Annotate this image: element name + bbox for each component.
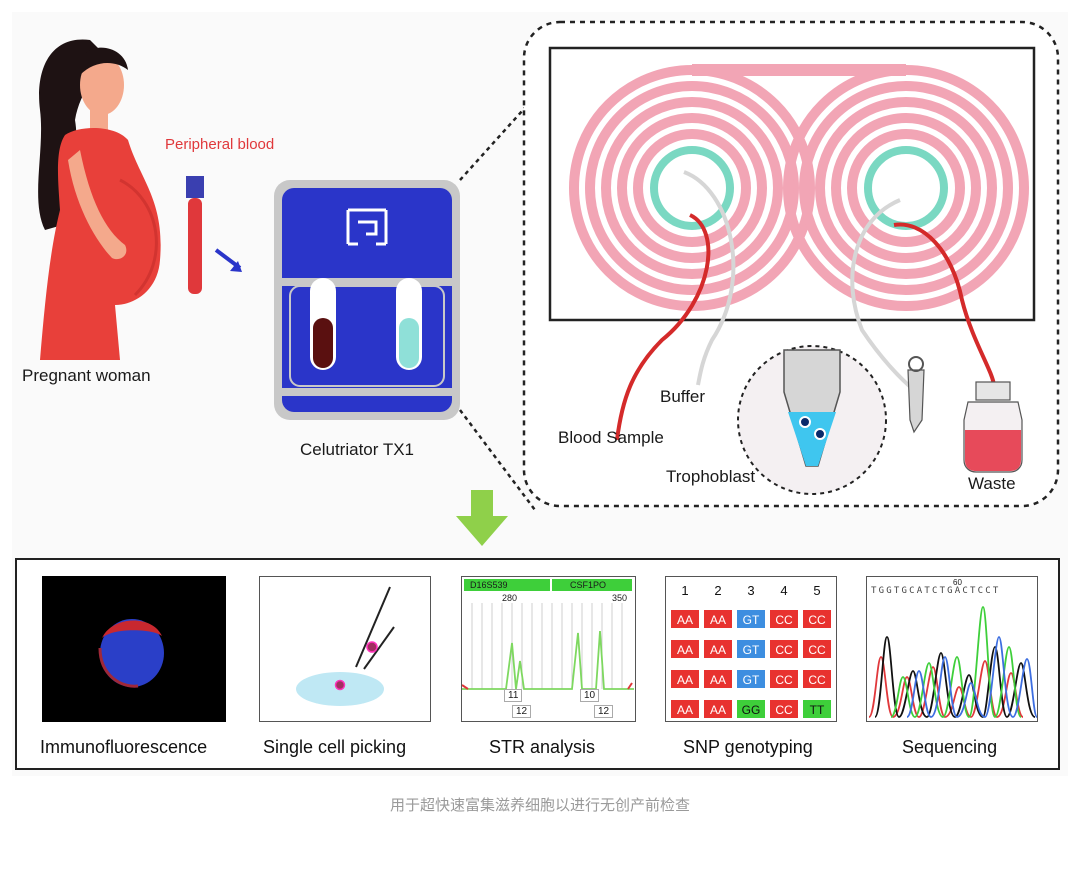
- pregnant-woman-illustration: [38, 39, 161, 360]
- snp-col-header: 2: [714, 583, 722, 598]
- single-cell-picking-label: Single cell picking: [263, 737, 407, 757]
- snp-cell: AA: [670, 609, 700, 629]
- snp-col-header: 4: [780, 583, 788, 598]
- snp-cell: CC: [769, 699, 799, 719]
- sequencing-chromatogram: 60 TGGTGCATCTGACTCCT: [866, 576, 1038, 722]
- snp-col-header: 5: [813, 583, 821, 598]
- snp-cell: CC: [802, 639, 832, 659]
- waste-label: Waste: [968, 474, 1016, 493]
- snp-cell: CC: [769, 609, 799, 629]
- buffer-label: Buffer: [660, 387, 706, 406]
- snp-cell: AA: [670, 699, 700, 719]
- figure-caption: 用于超快速富集滋养细胞以进行无创产前检查: [389, 796, 690, 814]
- seq-bases: TGGTGCATCTGACTCCT: [871, 586, 1001, 596]
- str-marker-2: CSF1PO: [552, 579, 632, 591]
- trophoblast-label: Trophoblast: [666, 467, 756, 486]
- peripheral-blood-label: Peripheral blood: [165, 136, 275, 153]
- sequencing-label: Sequencing: [902, 737, 998, 757]
- single-cell-picking-image: [259, 576, 431, 722]
- str-marker-1: D16S539: [464, 579, 550, 591]
- str-allele-1b: 12: [512, 705, 532, 718]
- device-label: Celutriator TX1: [300, 440, 415, 459]
- down-arrow-icon: [456, 490, 508, 546]
- str-allele-1a: 11: [504, 689, 523, 702]
- snp-cell: GT: [736, 639, 766, 659]
- snp-cell: CC: [769, 639, 799, 659]
- snp-cell: AA: [703, 609, 733, 629]
- snp-col-header: 1: [681, 583, 689, 598]
- snp-cell: CC: [802, 609, 832, 629]
- pregnant-woman-label: Pregnant woman: [22, 366, 151, 385]
- snp-cell: AA: [670, 639, 700, 659]
- microfluidic-chip-callout: [522, 20, 1060, 508]
- immunofluorescence-image: [42, 576, 226, 722]
- snp-cell: CC: [802, 669, 832, 689]
- str-allele-2b: 12: [594, 705, 614, 718]
- snp-cell: GT: [736, 669, 766, 689]
- str-tick-2: 350: [612, 593, 628, 603]
- snp-cell: GT: [736, 609, 766, 629]
- str-analysis-label: STR analysis: [489, 737, 596, 757]
- str-tick-1: 280: [502, 593, 518, 603]
- blood-tube-icon: [186, 176, 242, 294]
- blood-sample-label: Blood Sample: [558, 428, 664, 447]
- celutriator-device-icon: [274, 180, 460, 420]
- snp-genotyping-label: SNP genotyping: [683, 737, 813, 757]
- snp-cell: AA: [703, 639, 733, 659]
- snp-cell: AA: [703, 699, 733, 719]
- snp-cell: AA: [703, 669, 733, 689]
- str-allele-2a: 10: [580, 689, 600, 702]
- snp-cell: AA: [670, 669, 700, 689]
- snp-cell: CC: [769, 669, 799, 689]
- snp-cell: GG: [736, 699, 766, 719]
- snp-col-header: 3: [747, 583, 755, 598]
- snp-cell: TT: [802, 699, 832, 719]
- immunofluorescence-label: Immunofluorescence: [40, 737, 208, 757]
- str-analysis-chart: D16S539 CSF1PO 280 350 11 12 10 12: [461, 576, 636, 722]
- seq-position: 60: [953, 578, 962, 587]
